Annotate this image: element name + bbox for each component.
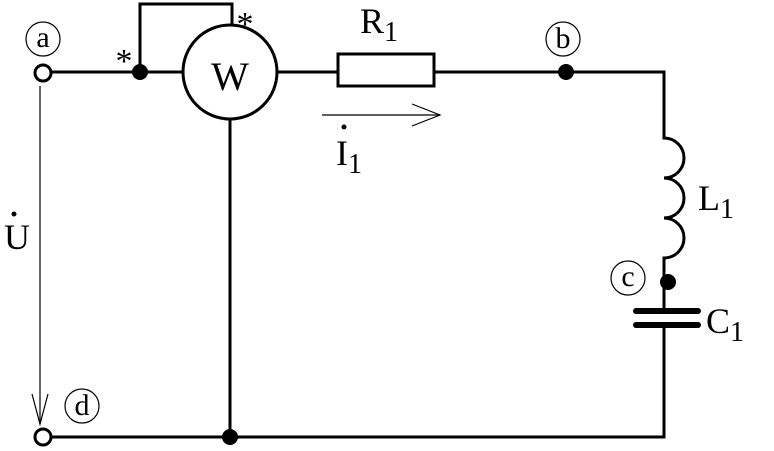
current-label-sub: 1 (348, 149, 362, 180)
wattmeter (181, 23, 279, 121)
capacitor-label-main: C (706, 301, 730, 341)
wires (48, 2, 666, 439)
junction-dot-b (558, 64, 574, 80)
wire-current-coil-loop (138, 2, 234, 74)
current-phasor-dot (341, 124, 347, 130)
wire-b-to-inductor (564, 70, 666, 140)
resistor-label-main: R (360, 1, 384, 41)
wattmeter-label: W (211, 54, 249, 99)
node-label-a: a (36, 21, 49, 54)
node-label-c: c (621, 260, 634, 293)
voltage-phasor-dot (11, 211, 17, 217)
node-label-a-circle (25, 21, 61, 57)
resistor-label-sub: 1 (384, 17, 398, 48)
node-label-c-group: c (610, 260, 646, 296)
capacitor-label-sub: 1 (730, 317, 744, 348)
inductor-l1 (662, 136, 686, 260)
node-label-a-group: a (25, 21, 61, 57)
voltage-arrow (31, 86, 49, 427)
capacitor-label: C1 (706, 301, 744, 348)
inductor-label-main: L (698, 178, 720, 218)
current-label-main: I (336, 133, 348, 173)
resistor-r1 (336, 52, 436, 88)
inductor-label: L1 (698, 178, 734, 225)
terminal-d (33, 427, 53, 447)
node-label-b-group: b (545, 21, 581, 57)
inductor-label-sub: 1 (720, 194, 734, 225)
node-label-c-circle (610, 260, 646, 296)
wire-capacitor-to-bottom (228, 323, 666, 439)
terminal-a (33, 63, 53, 83)
node-label-d-circle (64, 388, 100, 424)
voltage-label: U (4, 217, 30, 257)
junction-dot-meter (132, 64, 148, 80)
node-label-d: d (75, 389, 90, 422)
junction-dot-bottom (222, 429, 238, 445)
current-coil-star: * (116, 43, 133, 80)
node-label-b-circle (545, 21, 581, 57)
node-label-b: b (556, 22, 571, 55)
capacitor-c1 (633, 308, 701, 328)
node-label-d-group: d (64, 388, 100, 424)
current-arrow (322, 103, 442, 127)
current-label: I1 (336, 133, 362, 180)
resistor-label: R1 (360, 1, 398, 48)
voltage-coil-star: * (237, 6, 254, 43)
junction-dot-c (660, 274, 676, 290)
